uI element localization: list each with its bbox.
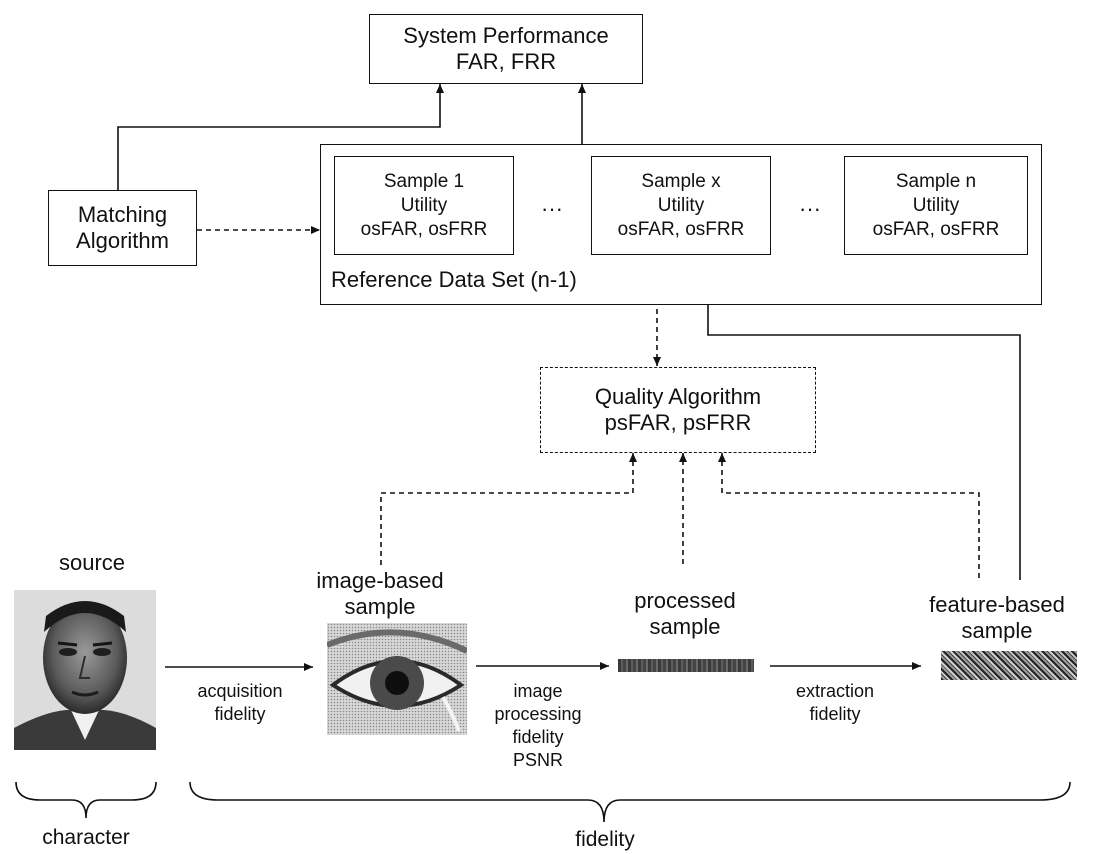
image-processing-line4: PSNR [512,750,563,770]
processed-line1: processed [634,588,736,613]
source-label: source [58,550,126,575]
character-brace [15,781,157,819]
feature-texture-image [941,651,1077,680]
image-processing-fidelity-label: image processing fidelity PSNR [488,680,588,772]
quality-algorithm-box: Quality Algorithm psFAR, psFRR [540,367,816,453]
sample-n-box: Sample n Utility osFAR, osFRR [844,156,1028,255]
extraction-fidelity-label: extraction fidelity [780,680,890,726]
processed-line2: sample [649,614,721,639]
sample-n-metrics: osFAR, osFRR [872,218,1000,240]
feature-sample-to-quality-arrow [718,453,980,578]
matching-algorithm-line1: Matching [77,202,168,227]
acquisition-fidelity-label: acquisition fidelity [180,680,300,726]
sample-n-name: Sample n [895,170,977,192]
feature-based-line1: feature-based [929,592,1065,617]
face-photo [14,590,156,750]
sample-x-box: Sample x Utility osFAR, osFRR [591,156,771,255]
quality-algorithm-title: Quality Algorithm [594,384,762,409]
extraction-line1: extraction [795,681,875,701]
sample-x-metrics: osFAR, osFRR [617,218,745,240]
eye-image [327,623,467,735]
ellipsis-1: ··· [541,196,563,221]
processed-label: processed sample [610,588,760,640]
system-performance-box: System Performance FAR, FRR [369,14,643,84]
face-image [14,590,156,750]
sample-n-utility: Utility [912,194,960,216]
sample-x-utility: Utility [657,194,705,216]
extraction-line2: fidelity [809,704,861,724]
character-label: character [42,826,130,849]
fidelity-label: fidelity [575,828,635,851]
fidelity-brace [189,781,1071,823]
sample-x-name: Sample x [641,170,721,192]
image-processing-line1: image [513,681,563,701]
matching-algorithm-line2: Algorithm [76,228,169,253]
sample-1-metrics: osFAR, osFRR [360,218,488,240]
image-processing-line3: fidelity [512,727,564,747]
matching-algorithm-box: Matching Algorithm [48,190,197,266]
image-processing-line2: processing [494,704,582,724]
image-sample-to-quality-arrow [380,453,637,565]
sample-1-box: Sample 1 Utility osFAR, osFRR [334,156,514,255]
sample-1-name: Sample 1 [383,170,465,192]
matching-to-performance-arrow [117,84,444,190]
image-based-line2: sample [344,594,416,619]
processed-strip-image [618,659,754,672]
feature-based-line2: sample [961,618,1033,643]
feature-based-label: feature-based sample [912,592,1082,644]
image-based-line1: image-based [316,568,444,593]
eye-drawing [327,623,467,735]
image-based-label: image-based sample [300,568,460,620]
system-performance-metrics: FAR, FRR [455,49,557,74]
acquisition-line2: fidelity [214,704,266,724]
system-performance-title: System Performance [403,23,609,48]
acquisition-line1: acquisition [197,681,283,701]
reference-data-set-label: Reference Data Set (n-1) [331,267,577,292]
sample-1-utility: Utility [400,194,448,216]
quality-algorithm-metrics: psFAR, psFRR [604,410,752,435]
ellipsis-2: ··· [799,196,821,221]
